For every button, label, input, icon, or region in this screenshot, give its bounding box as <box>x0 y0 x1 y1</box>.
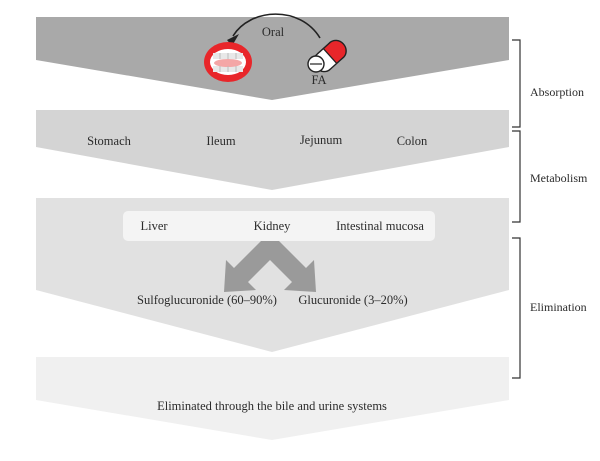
phase-metabolism: Metabolism <box>530 171 588 185</box>
elimination-organs-panel <box>123 211 435 241</box>
organ-liver: Liver <box>140 219 168 233</box>
conjugate-glucuronide: Glucuronide (3–20%) <box>298 293 408 307</box>
final-elimination-text: Eliminated through the bile and urine sy… <box>157 399 387 413</box>
phase-absorption: Absorption <box>530 85 584 99</box>
organ-kidney: Kidney <box>253 219 291 233</box>
pill-icon <box>307 39 347 73</box>
split-arrows <box>224 240 316 292</box>
absorption-chevron <box>36 17 509 100</box>
metabolism-bracket <box>512 130 521 223</box>
oral-label: Oral <box>261 25 285 39</box>
conjugate-sulfoglucuronide: Sulfoglucuronide (60–90%) <box>137 293 277 307</box>
mouth-icon <box>204 42 252 82</box>
site-stomach: Stomach <box>87 134 131 148</box>
oral-arrow <box>232 13 321 39</box>
final-chevron <box>36 357 509 440</box>
organ-intestinal-mucosa: Intestinal mucosa <box>336 219 424 233</box>
metabolism-chevron <box>36 110 509 190</box>
elimination-bracket <box>512 237 521 379</box>
absorption-bracket <box>512 39 521 128</box>
site-ileum: Ileum <box>206 134 236 148</box>
fa-label: FA <box>311 73 327 87</box>
site-colon: Colon <box>396 134 428 148</box>
phase-elimination: Elimination <box>530 300 587 314</box>
site-jejunum: Jejunum <box>299 133 343 147</box>
split-arrow-right <box>262 240 316 292</box>
